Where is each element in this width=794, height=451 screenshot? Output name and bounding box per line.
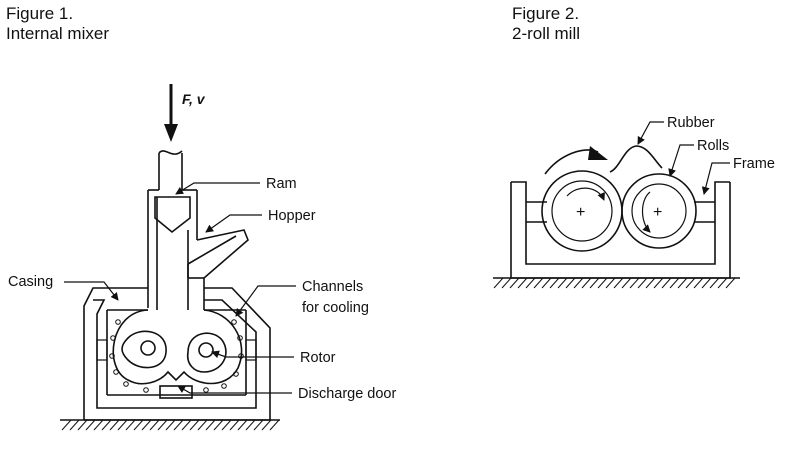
hatch-mark — [205, 419, 216, 431]
hatch-mark — [717, 277, 728, 289]
right-roll-center-mark: + — [653, 204, 662, 221]
hatch-mark — [493, 277, 504, 289]
right-roll: + — [621, 173, 697, 249]
hatch-mark — [685, 277, 696, 289]
figure-2-caption: 2-roll mill — [512, 24, 580, 43]
right-rotor — [186, 332, 227, 373]
hatch-mark — [701, 277, 712, 289]
hatch-mark — [541, 277, 552, 289]
hatch-mark — [637, 277, 648, 289]
hatch-mark — [629, 277, 640, 289]
force-velocity-label: F, v — [182, 91, 206, 107]
hatch-mark — [549, 277, 560, 289]
hatch-mark — [573, 277, 584, 289]
hatch-mark — [173, 419, 184, 431]
rolls-label: Rolls — [697, 138, 729, 154]
hatch-mark — [565, 277, 576, 289]
hatch-mark — [197, 419, 208, 431]
hatch-mark — [189, 419, 200, 431]
hatch-mark — [589, 277, 600, 289]
figure-1-number: Figure 1. — [6, 4, 74, 23]
hatch-mark — [93, 419, 104, 431]
ground-hatch-2 — [493, 277, 740, 289]
left-rotor — [121, 330, 167, 369]
hatch-mark — [253, 419, 264, 431]
hatch-mark — [525, 277, 536, 289]
two-roll-mill-diagram: + + Rubber Rolls Frame — [493, 115, 775, 289]
force-arrow — [164, 84, 178, 142]
hatch-mark — [77, 419, 88, 431]
hatch-mark — [117, 419, 128, 431]
figure-2-number: Figure 2. — [512, 4, 580, 23]
ram-shaft — [158, 150, 183, 190]
left-roll-center-mark: + — [576, 204, 585, 221]
hatch-mark — [533, 277, 544, 289]
hatch-mark — [621, 277, 632, 289]
hatch-mark — [229, 419, 240, 431]
right-roll-rotation-arrow — [641, 191, 651, 233]
left-roll-rotation-arrow — [566, 187, 605, 201]
hatch-mark — [261, 419, 272, 431]
hatch-mark — [245, 419, 256, 431]
hatch-mark — [605, 277, 616, 289]
hatch-mark — [221, 419, 232, 431]
hatch-mark — [181, 419, 192, 431]
hatch-mark — [61, 419, 72, 431]
hatch-mark — [125, 419, 136, 431]
hatch-mark — [157, 419, 168, 431]
hatch-mark — [269, 419, 280, 431]
hatch-mark — [645, 277, 656, 289]
hatch-mark — [69, 419, 80, 431]
hatch-mark — [693, 277, 704, 289]
figure-1-title: Figure 1. Internal mixer — [6, 4, 109, 44]
leader-lines-figure-1 — [64, 182, 296, 394]
hatch-mark — [237, 419, 248, 431]
hatch-mark — [597, 277, 608, 289]
rotor-label: Rotor — [300, 350, 336, 366]
hatch-mark — [141, 419, 152, 431]
hatch-mark — [501, 277, 512, 289]
channels-label-line-2: for cooling — [302, 300, 369, 316]
hatch-mark — [133, 419, 144, 431]
left-roll: + — [541, 170, 623, 252]
ram-label: Ram — [266, 176, 297, 192]
hatch-mark — [557, 277, 568, 289]
hatch-mark — [653, 277, 664, 289]
hatch-mark — [149, 419, 160, 431]
hatch-mark — [165, 419, 176, 431]
channels-label-line-1: Channels — [302, 279, 363, 295]
hatch-mark — [101, 419, 112, 431]
hatch-mark — [669, 277, 680, 289]
discharge-door-label: Discharge door — [298, 386, 396, 402]
mill-frame — [510, 181, 731, 279]
casing-label: Casing — [8, 274, 53, 290]
rubber-feed-arrowhead — [588, 146, 608, 160]
rubber-label: Rubber — [667, 115, 715, 131]
ram-head — [154, 196, 191, 234]
discharge-door — [159, 385, 193, 399]
mixing-chamber — [112, 309, 243, 385]
internal-mixer-diagram: F, v — [8, 84, 396, 431]
hopper-label: Hopper — [268, 208, 316, 224]
hatch-mark — [677, 277, 688, 289]
rubber-sheet — [609, 145, 663, 173]
figure-2-title: Figure 2. 2-roll mill — [512, 4, 580, 44]
hatch-mark — [709, 277, 720, 289]
hatch-mark — [661, 277, 672, 289]
hatch-mark — [517, 277, 528, 289]
hatch-mark — [85, 419, 96, 431]
hatch-mark — [109, 419, 120, 431]
figure-1-caption: Internal mixer — [6, 24, 109, 43]
ground-hatch-1 — [60, 419, 280, 431]
frame-label: Frame — [733, 156, 775, 172]
hatch-mark — [725, 277, 736, 289]
hatch-mark — [581, 277, 592, 289]
hatch-mark — [613, 277, 624, 289]
hatch-mark — [213, 419, 224, 431]
hatch-mark — [509, 277, 520, 289]
cooling-channels — [109, 319, 244, 393]
hopper-chamber — [147, 189, 249, 310]
leader-lines-figure-2 — [637, 121, 730, 195]
